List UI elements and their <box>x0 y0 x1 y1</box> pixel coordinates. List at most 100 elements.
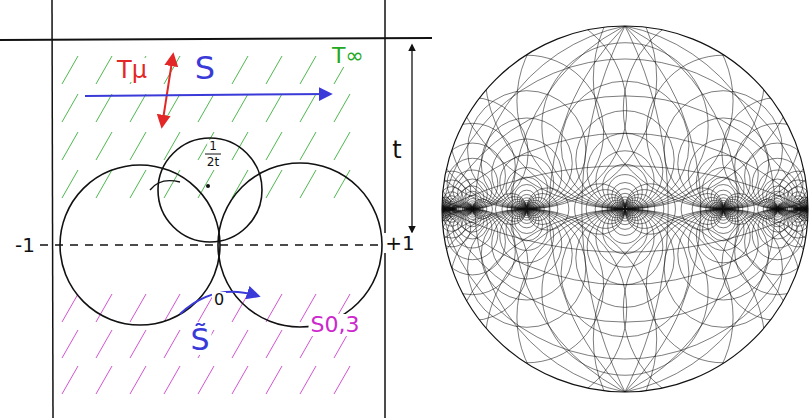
hatch-line <box>96 366 112 394</box>
pattern-circle <box>366 0 810 285</box>
pattern-circle <box>481 209 572 300</box>
pattern-circle <box>527 197 550 220</box>
pattern-circle <box>448 207 452 211</box>
pattern-circle <box>716 205 724 213</box>
pattern-circle <box>688 209 758 279</box>
pattern-circle <box>0 0 668 418</box>
pattern-circle <box>502 197 527 222</box>
curved-arrow <box>180 292 258 314</box>
pattern-circle <box>507 199 527 219</box>
pattern-circle <box>700 197 723 220</box>
pattern-circle <box>625 200 643 218</box>
pattern-circle <box>723 199 743 219</box>
pattern-circle <box>527 200 545 218</box>
hatch-line <box>266 56 282 84</box>
hatch-line <box>334 94 350 122</box>
pattern-circle <box>366 133 810 418</box>
horizontal-arrow <box>85 94 330 96</box>
transform-label: T∞ <box>330 45 366 67</box>
hatch-line <box>62 56 78 84</box>
hatch-line <box>62 366 78 394</box>
pattern-circle <box>778 205 786 213</box>
hatch-line <box>130 170 146 198</box>
vertical-arrow <box>162 55 173 126</box>
pattern-circle <box>462 204 472 214</box>
pattern-circle <box>448 207 451 210</box>
pattern-circle <box>549 0 810 418</box>
pattern-circle <box>472 204 483 215</box>
fraction-bar <box>205 154 221 155</box>
pattern-circle <box>472 202 486 216</box>
pattern-circle <box>444 208 445 209</box>
pattern-circle <box>625 202 639 216</box>
hatch-line <box>334 366 350 394</box>
pattern-circle <box>464 205 472 213</box>
pattern-circle <box>492 209 562 279</box>
pattern-circle <box>706 200 724 218</box>
hatch-line <box>62 132 78 160</box>
pattern-circle <box>527 205 535 213</box>
pattern-circle <box>593 0 810 209</box>
pattern-circle <box>625 204 635 214</box>
pattern-circle <box>723 203 735 215</box>
pattern-circle <box>615 204 625 214</box>
hatching <box>62 56 350 394</box>
pattern-circle <box>681 188 723 230</box>
pattern-circle <box>444 208 445 209</box>
pattern-circle <box>713 204 723 214</box>
hatch-line <box>198 170 214 198</box>
pattern-circle <box>752 209 803 260</box>
pattern-circle <box>468 209 586 327</box>
pattern-circle <box>723 193 754 224</box>
hatch-line <box>164 132 180 160</box>
pattern-circle <box>527 204 537 214</box>
hatch-line <box>164 366 180 394</box>
pattern-circle <box>586 190 625 229</box>
surface-label: S̃ <box>188 325 211 355</box>
pattern-circle <box>460 203 473 216</box>
pattern-circle <box>527 202 540 215</box>
pattern-circle <box>722 209 810 320</box>
hatch-line <box>300 56 316 84</box>
pattern-circle <box>696 209 750 263</box>
pattern-circle <box>596 209 654 267</box>
pattern-circle <box>495 193 526 224</box>
pattern-circle <box>723 204 732 213</box>
hatch-line <box>266 94 282 122</box>
pattern-circle <box>216 0 810 252</box>
pattern-circle <box>520 205 527 212</box>
pattern-circle <box>612 183 638 209</box>
pattern-circle <box>603 209 648 254</box>
pattern-circle <box>617 205 625 213</box>
pattern-circle <box>722 98 810 209</box>
hatch-line <box>232 132 248 160</box>
pattern-circle <box>561 81 689 209</box>
pattern-circle <box>763 202 777 216</box>
unit-disk <box>442 26 808 392</box>
pattern-circle <box>438 0 810 359</box>
pattern-circle <box>216 166 810 418</box>
pattern-circle <box>596 151 654 209</box>
hatch-line <box>232 366 248 394</box>
height-label: t <box>390 138 403 162</box>
pattern-circle <box>603 164 648 209</box>
pattern-circle <box>517 0 733 209</box>
pattern-circle <box>439 209 505 275</box>
hatch-line <box>130 294 146 322</box>
hatch-line <box>266 170 282 198</box>
hatch-line <box>96 330 112 358</box>
pattern-circle <box>517 209 733 418</box>
hatch-line <box>198 366 214 394</box>
origin-label: 0 <box>212 292 226 308</box>
pattern-circle <box>472 205 480 213</box>
pattern-circle <box>803 208 805 210</box>
pattern-circle <box>723 197 748 222</box>
pattern-circle <box>444 208 445 209</box>
hatch-line <box>232 330 248 358</box>
hatch-line <box>232 294 248 322</box>
pattern-circle <box>439 143 505 209</box>
hatch-line <box>164 330 180 358</box>
pattern-circle <box>745 143 810 209</box>
pattern-circle <box>723 205 730 212</box>
